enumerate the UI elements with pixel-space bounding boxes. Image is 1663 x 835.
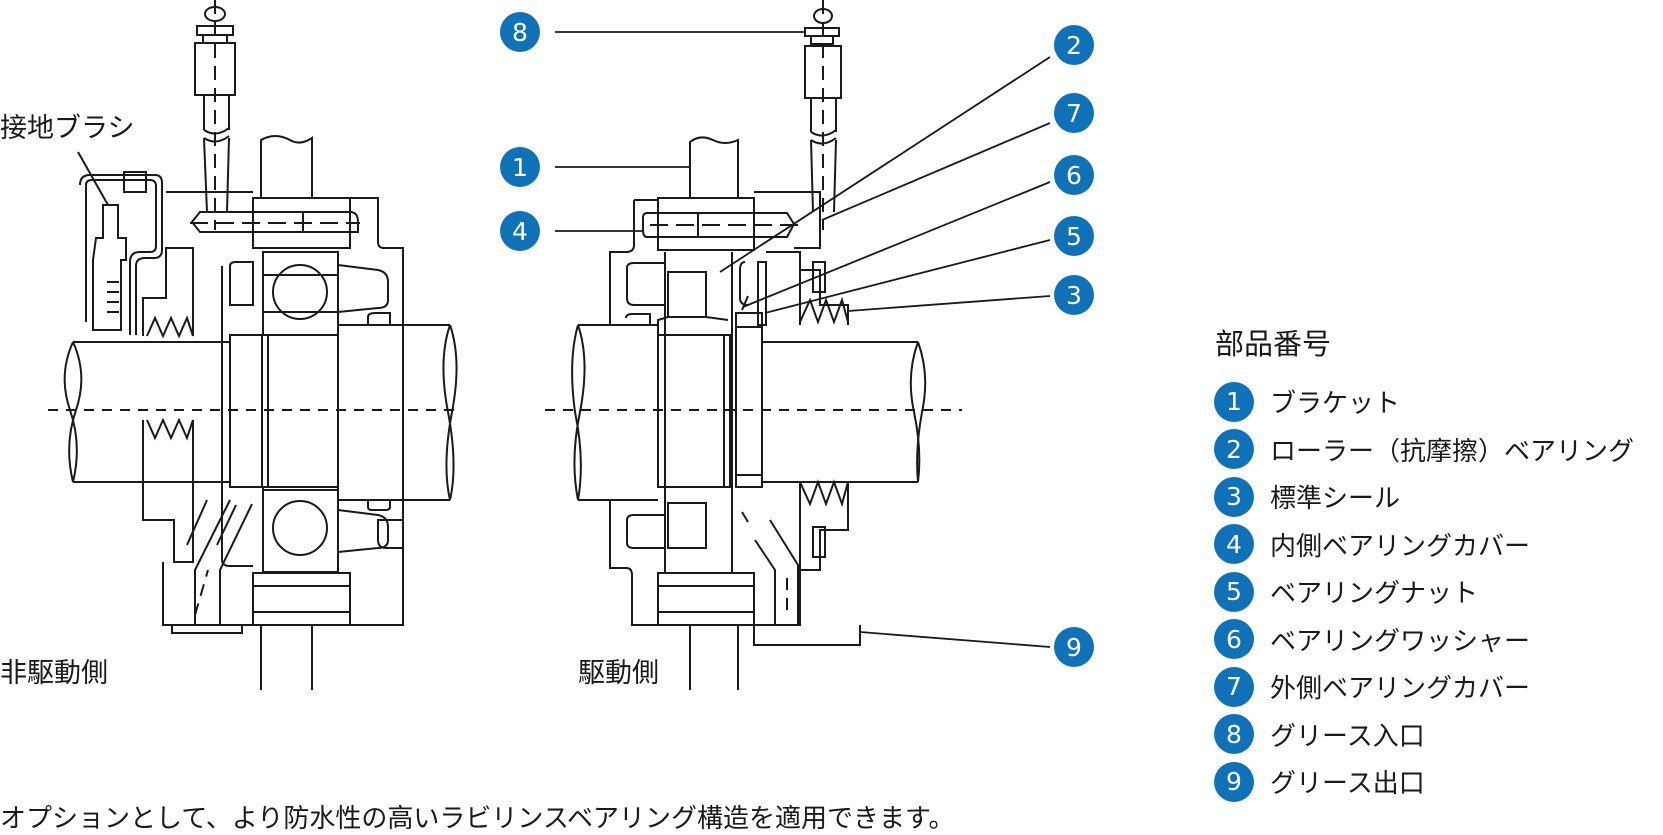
legend-item: 7 外側ベアリングカバー [1214, 663, 1634, 711]
legend-item-label: ブラケット [1270, 389, 1401, 420]
legend-number-badge: 9 [1214, 761, 1254, 802]
legend-item: 8 グリース入口 [1214, 711, 1634, 759]
legend-item-label: グリース出口 [1270, 769, 1425, 800]
legend-item: 3 標準シール [1214, 473, 1634, 521]
legend-item: 2 ローラー（抗摩擦）ベアリング [1214, 426, 1634, 474]
legend-title: 部品番号 [1215, 327, 1332, 361]
callout-badge-7: 7 [1054, 93, 1094, 133]
legend-item-label: グリース入口 [1270, 721, 1425, 752]
legend-number-badge: 5 [1214, 571, 1254, 612]
ground-brush-label: 接地ブラシ [0, 113, 135, 144]
drive-side-label: 駆動側 [578, 658, 659, 689]
legend-number-badge: 8 [1214, 714, 1254, 755]
parts-legend: 1 ブラケット 2 ローラー（抗摩擦）ベアリング 3 標準シール 4 内側ベアリングカバ… [1214, 378, 1634, 806]
legend-item-label: ベアリングワッシャー [1270, 626, 1531, 657]
legend-item-label: 外側ベアリングカバー [1270, 674, 1531, 705]
legend-item: 5 ベアリングナット [1214, 568, 1634, 616]
callout-badge-8: 8 [500, 12, 540, 52]
legend-number-badge: 2 [1214, 429, 1254, 470]
callout-badge-3: 3 [1054, 275, 1094, 315]
callout-badge-6: 6 [1054, 155, 1094, 195]
legend-item-label: ベアリングナット [1270, 579, 1479, 610]
legend-item-label: 標準シール [1270, 484, 1401, 515]
legend-item: 9 グリース出口 [1214, 758, 1634, 806]
callout-badge-5: 5 [1054, 216, 1094, 256]
legend-item-label: ローラー（抗摩擦）ベアリング [1270, 436, 1635, 467]
callout-badge-4: 4 [500, 211, 540, 251]
non-drive-side-label: 非駆動側 [0, 658, 108, 689]
legend-item-label: 内側ベアリングカバー [1270, 531, 1531, 562]
drive-side-assembly [545, 0, 962, 690]
legend-number-badge: 3 [1214, 476, 1254, 517]
legend-item: 4 内側ベアリングカバー [1214, 521, 1634, 569]
callout-badge-1: 1 [500, 147, 540, 187]
legend-number-badge: 4 [1214, 524, 1254, 565]
legend-item: 1 ブラケット [1214, 378, 1634, 426]
legend-number-badge: 6 [1214, 619, 1254, 660]
callout-badge-9: 9 [1054, 627, 1094, 667]
legend-number-badge: 7 [1214, 666, 1254, 707]
non-drive-side-assembly [48, 0, 460, 690]
callout-badge-2: 2 [1054, 25, 1094, 65]
legend-number-badge: 1 [1214, 381, 1254, 422]
legend-item: 6 ベアリングワッシャー [1214, 616, 1634, 664]
caption-text: オプションとして、より防水性の高いラビリンスベアリング構造を適用できます。 [0, 804, 955, 834]
leader-lines [555, 31, 1051, 648]
